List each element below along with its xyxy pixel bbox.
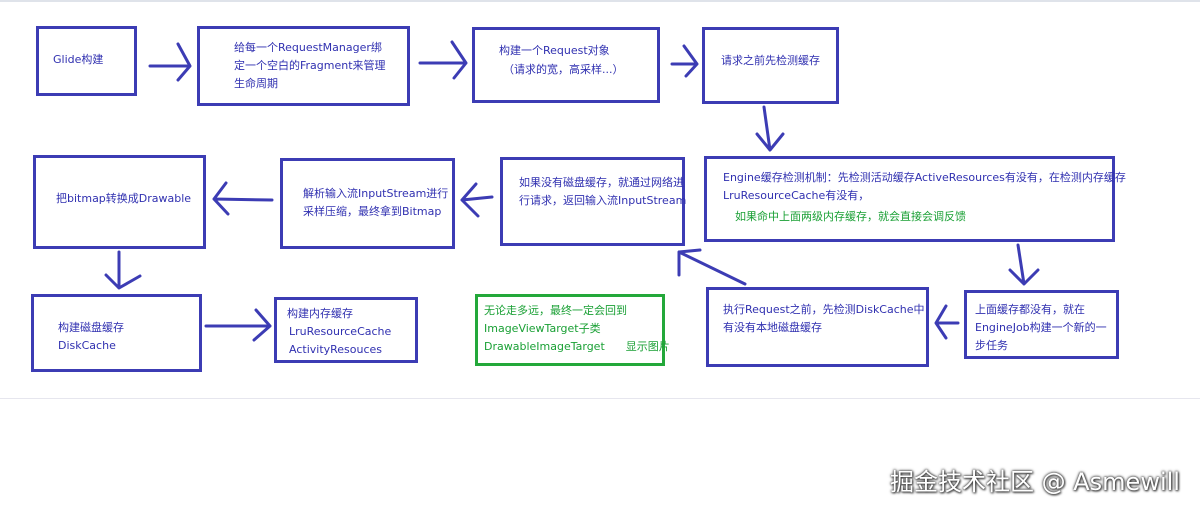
node-text: 生命周期 [234, 77, 278, 90]
node-text: 执行Request之前，先检测DiskCache中 [723, 303, 925, 316]
node-text: 构建内存缓存 [287, 307, 353, 320]
node-text: 给每一个RequestManager绑 [234, 41, 382, 54]
node-to-drawable: 把bitmap转换成Drawable [33, 155, 206, 249]
node-text: 构建磁盘缓存 [58, 321, 124, 334]
node-text: 请求之前先检测缓存 [721, 54, 820, 67]
arrow-5 [1008, 243, 1040, 286]
node-enginejob: 上面缓存都没有，就在 EngineJob构建一个新的一 步任务 [964, 290, 1119, 359]
arrow-10 [104, 250, 142, 290]
top-divider [0, 0, 1200, 2]
node-text: 有没有本地磁盘缓存 [723, 321, 822, 334]
node-text: 定一个空白的Fragment来管理 [234, 59, 386, 72]
arrow-3 [670, 44, 699, 78]
node-text: 行请求，返回输入流InputStream [519, 194, 687, 207]
node-text: 步任务 [975, 339, 1008, 352]
node-text: DrawableImageTarget 显示图片 [484, 340, 670, 353]
node-mem-cache: 构建内存缓存 LruResourceCache ActivityResouces [274, 297, 418, 363]
node-engine-check: Engine缓存检测机制：先检测活动缓存ActiveResources有没有，在… [704, 156, 1126, 242]
arrow-6 [934, 304, 960, 340]
arrow-8 [460, 182, 494, 218]
node-text: 把bitmap转换成Drawable [56, 192, 192, 205]
node-build-request: 构建一个Request对象 （请求的宽，高采样...） [472, 27, 660, 103]
watermark: 掘金技术社区 @ Asmewill [890, 468, 1180, 496]
node-decode: 解析输入流InputStream进行 采样压缩，最终拿到Bitmap [280, 158, 455, 249]
node-network: 如果没有磁盘缓存，就通过网络进 行请求，返回输入流InputStream [500, 157, 687, 246]
node-text: （请求的宽，高采样...） [503, 63, 624, 76]
node-text: ImageViewTarget子类 [484, 322, 601, 335]
arrow-2 [418, 40, 468, 80]
node-text: 采样压缩，最终拿到Bitmap [303, 205, 442, 218]
node-diskcache-check: 执行Request之前，先检测DiskCache中 有没有本地磁盘缓存 [706, 287, 929, 367]
node-text: 构建一个Request对象 [499, 44, 610, 57]
arrow-7 [677, 248, 747, 286]
node-text-hit: 如果命中上面两级内存缓存，就会直接会调反馈 [735, 210, 966, 223]
node-glide-build: Glide构建 [36, 26, 137, 96]
node-text: LruResourceCache [289, 325, 392, 338]
node-text: Engine缓存检测机制：先检测活动缓存ActiveResources有没有，在… [723, 171, 1126, 184]
node-text: EngineJob构建一个新的一 [975, 321, 1107, 334]
node-text: 如果没有磁盘缓存，就通过网络进 [519, 176, 684, 189]
node-text: LruResourceCache有没有， [723, 189, 870, 202]
node-disk-cache: 构建磁盘缓存 DiskCache [31, 294, 202, 372]
arrow-11 [204, 308, 272, 342]
arrow-9 [212, 181, 274, 216]
node-text: 上面缓存都没有，就在 [975, 303, 1085, 316]
bottom-divider [0, 398, 1200, 399]
node-check-cache: 请求之前先检测缓存 [702, 27, 839, 104]
node-final-note: 无论走多远，最终一定会回到 ImageViewTarget子类 Drawable… [475, 294, 670, 366]
node-text: Glide构建 [53, 53, 104, 66]
arrow-1 [148, 42, 192, 82]
node-text: DiskCache [58, 339, 116, 352]
node-text: ActivityResouces [289, 343, 383, 356]
node-text: 解析输入流InputStream进行 [303, 187, 449, 200]
node-request-manager: 给每一个RequestManager绑 定一个空白的Fragment来管理 生命… [197, 26, 410, 106]
arrow-4 [755, 105, 785, 152]
node-text: 无论走多远，最终一定会回到 [484, 304, 627, 317]
